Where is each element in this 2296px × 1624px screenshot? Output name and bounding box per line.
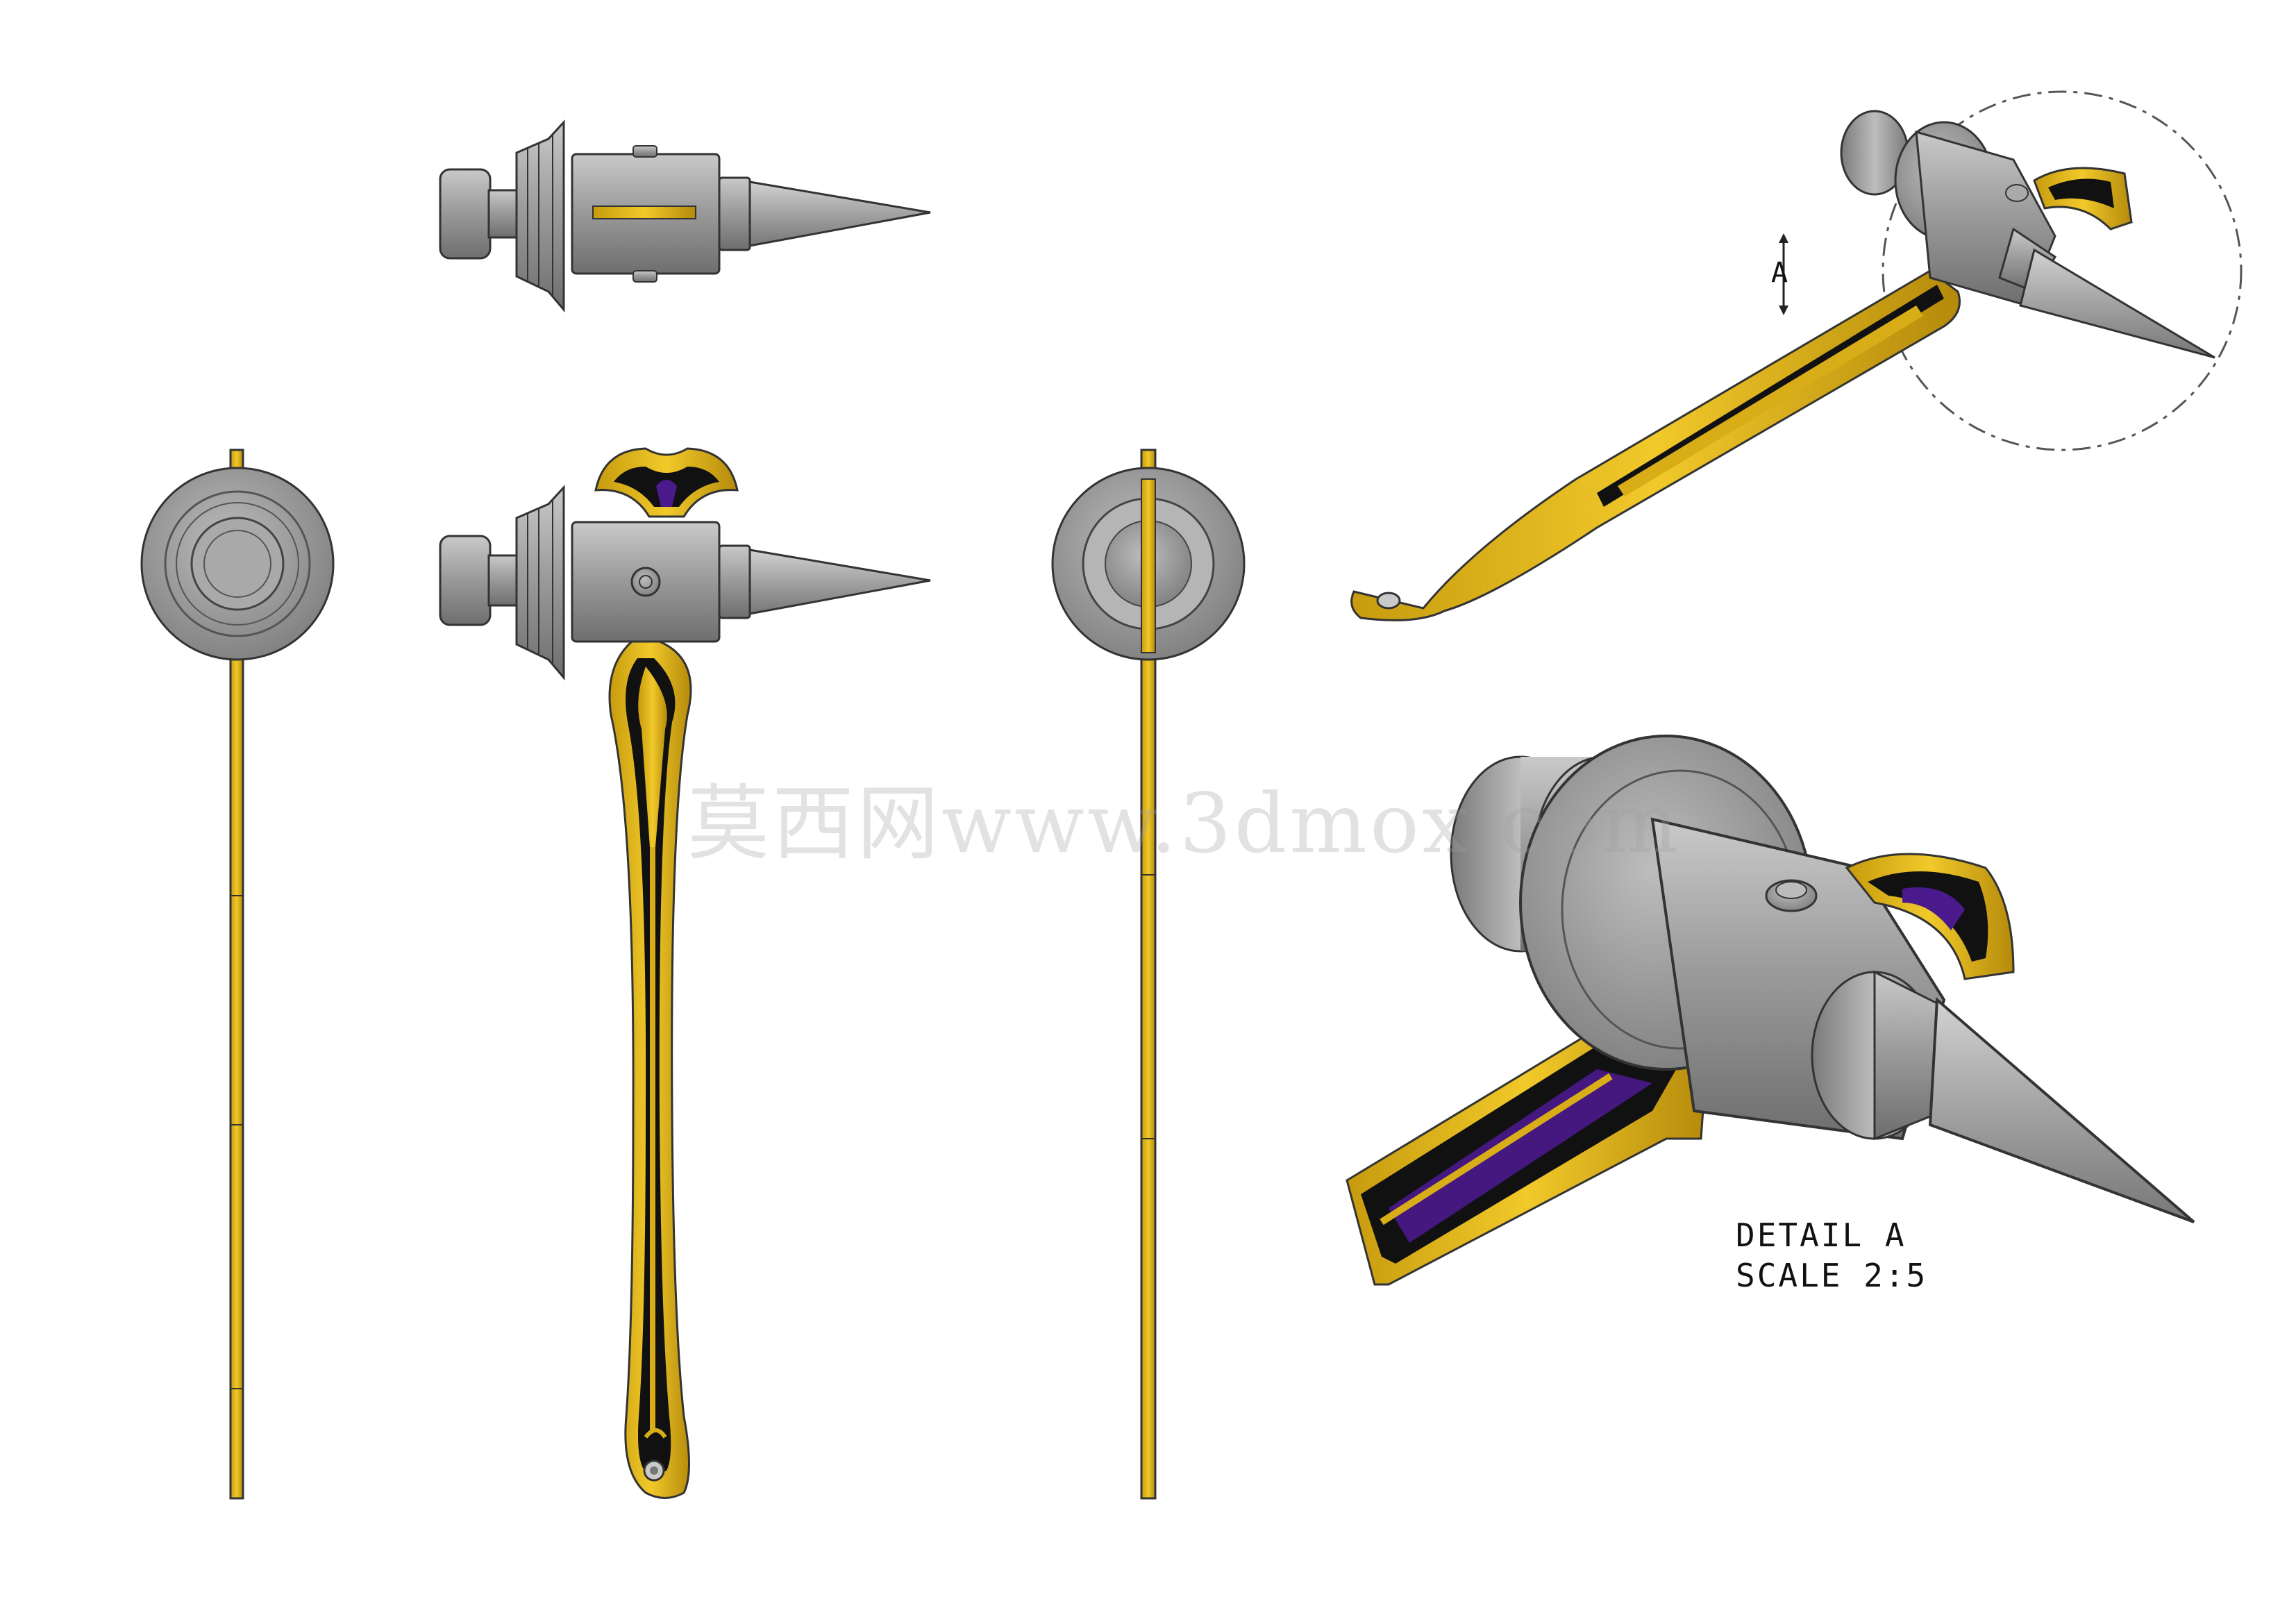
front-view-spike [748,549,931,615]
isometric-spike [2019,248,2215,359]
detail-a-callout-circle [1882,90,2243,451]
callout-letter: A [1771,257,1788,289]
top-view-flange [515,119,565,313]
watermark: 莫西网www.3dmox.com [687,776,1682,871]
top-view-pin-bottom [632,270,657,283]
isometric-handle [1350,269,1961,621]
front-view [439,447,931,1499]
detail-title: DETAIL A [1736,1216,1907,1254]
right-view-handle [1140,449,1157,1500]
top-view-gold-band [592,206,696,219]
top-view [439,119,931,313]
top-view-spike-collar [718,176,751,251]
detail-spike [1928,996,2195,1223]
isometric-pommel-ring [1376,592,1401,610]
top-view-spike [748,181,931,247]
top-view-pin-top [632,145,657,158]
top-view-neck [487,189,518,239]
front-view-flange [515,485,565,681]
front-view-pin [630,567,661,597]
isometric-view [1350,90,2243,621]
left-view-handle [229,449,244,1500]
side-view-right [1051,449,1246,1500]
top-view-end-cap [439,168,492,260]
detail-scale: SCALE 2:5 [1736,1257,1928,1294]
detail-a-view [1346,735,2195,1286]
front-view-end-cap [439,535,492,626]
side-view-left [140,449,335,1500]
